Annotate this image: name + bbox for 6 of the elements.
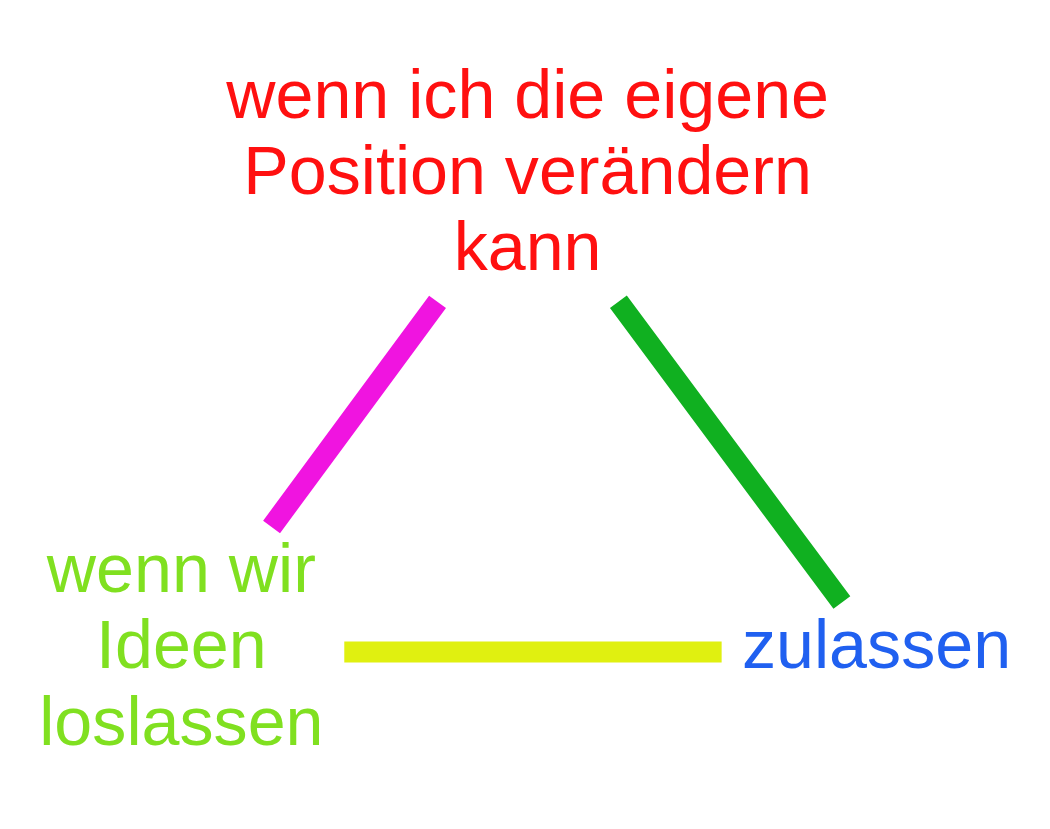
node-text: zulassen — [741, 606, 1012, 683]
node-text: wenn wir Ideen loslassen — [39, 530, 324, 759]
connector — [609, 295, 851, 609]
connector — [344, 641, 722, 663]
node-text: wenn ich die eigene Position verändern kann — [226, 55, 830, 284]
connector — [263, 295, 446, 534]
